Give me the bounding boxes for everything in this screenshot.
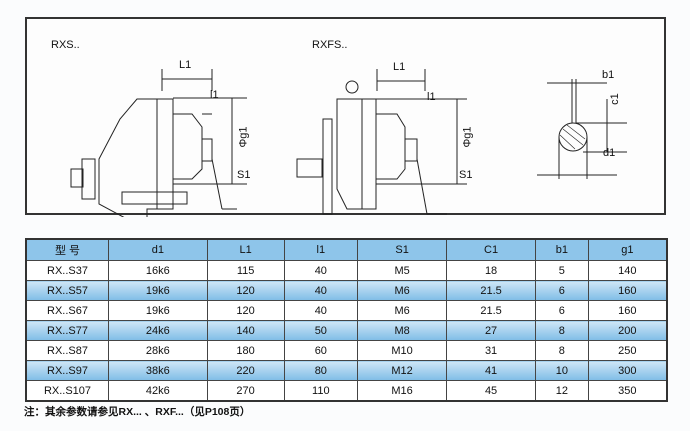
table-cell: 8 — [535, 340, 589, 361]
table-cell: RX..S87 — [25, 340, 109, 361]
dim-b1: b1 — [602, 69, 615, 81]
gearbox-drawings — [70, 69, 627, 217]
table-cell: 21.5 — [446, 300, 537, 321]
rxfs-gearbox-drawing — [296, 69, 467, 215]
column-header: C1 — [446, 238, 537, 261]
table-cell: 45 — [446, 380, 537, 402]
table-cell: 21.5 — [446, 280, 537, 301]
table-cell: 160 — [587, 300, 668, 321]
dim-g1-rxfs: Φg1 — [461, 126, 474, 148]
table-cell: 41 — [446, 360, 537, 381]
dim-g1-rxs: Φg1 — [237, 126, 250, 148]
column-header: L1 — [206, 238, 285, 261]
rxs-label: RXS.. — [51, 39, 80, 51]
table-cell: 40 — [283, 300, 359, 321]
table-cell: 8 — [535, 320, 589, 341]
table-cell: RX..S107 — [25, 380, 109, 402]
column-header: b1 — [535, 238, 589, 261]
table-cell: 120 — [206, 300, 285, 321]
dim-l1-rxfs: l1 — [427, 91, 436, 103]
table-cell: 19k6 — [108, 280, 208, 301]
table-cell: 115 — [206, 260, 285, 281]
table-cell: 10 — [535, 360, 589, 381]
table-cell: 220 — [206, 360, 285, 381]
table-cell: 5 — [535, 260, 589, 281]
table-cell: 31 — [446, 340, 537, 361]
table-cell: RX..S57 — [25, 280, 109, 301]
table-cell: M5 — [357, 260, 448, 281]
dim-l1-rxs: l1 — [210, 89, 219, 101]
table-cell: 6 — [535, 300, 589, 321]
table-cell: 19k6 — [108, 300, 208, 321]
table-cell: 16k6 — [108, 260, 208, 281]
table-cell: M12 — [357, 360, 448, 381]
column-header: d1 — [108, 238, 208, 261]
dim-S1-rxs: S1 — [237, 169, 251, 181]
table-cell: M6 — [357, 300, 448, 321]
table-cell: M6 — [357, 280, 448, 301]
dim-S1-rxfs: S1 — [459, 169, 473, 181]
footnote: 注：其余参数请参见RX... 、RXF...（见P108页） — [24, 406, 251, 418]
table-cell: 160 — [587, 280, 668, 301]
table-cell: 120 — [206, 280, 285, 301]
table-cell: M16 — [357, 380, 448, 402]
table-cell: 40 — [283, 280, 359, 301]
dim-L1-rxfs: L1 — [393, 61, 406, 73]
shaft-section-drawing — [537, 79, 627, 179]
table-cell: RX..S97 — [25, 360, 109, 381]
table-cell: 270 — [206, 380, 285, 402]
column-header: S1 — [357, 238, 448, 261]
table-cell: 60 — [283, 340, 359, 361]
table-cell: 24k6 — [108, 320, 208, 341]
table-cell: 6 — [535, 280, 589, 301]
table-cell: 40 — [283, 260, 359, 281]
table-cell: 250 — [587, 340, 668, 361]
column-header: g1 — [587, 238, 668, 261]
table-cell: M8 — [357, 320, 448, 341]
table-cell: RX..S67 — [25, 300, 109, 321]
table-cell: 200 — [587, 320, 668, 341]
column-header: 型 号 — [25, 238, 109, 261]
table-cell: 18 — [446, 260, 537, 281]
table-cell: 110 — [283, 380, 359, 402]
table-cell: 50 — [283, 320, 359, 341]
table-cell: M10 — [357, 340, 448, 361]
dim-c1: c1 — [608, 93, 621, 105]
table-cell: 350 — [587, 380, 668, 402]
table-cell: 180 — [206, 340, 285, 361]
table-cell: 27 — [446, 320, 537, 341]
dim-d1: d1 — [603, 147, 616, 159]
table-cell: 28k6 — [108, 340, 208, 361]
table-cell: 38k6 — [108, 360, 208, 381]
dimension-drawing: RXS.. RXFS.. L1 l1 Φg1 S1 L1 l1 Φg1 S1 b… — [25, 17, 666, 217]
column-header: l1 — [283, 238, 359, 261]
table-cell: RX..S77 — [25, 320, 109, 341]
rxs-gearbox-drawing — [70, 69, 247, 217]
table-cell: 140 — [206, 320, 285, 341]
table-cell: 300 — [587, 360, 668, 381]
table-cell: RX..S37 — [25, 260, 109, 281]
table-cell: 42k6 — [108, 380, 208, 402]
table-cell: 12 — [535, 380, 589, 402]
dim-L1-rxs: L1 — [179, 59, 192, 71]
table-cell: 140 — [587, 260, 668, 281]
rxfs-label: RXFS.. — [312, 39, 348, 51]
table-cell: 80 — [283, 360, 359, 381]
